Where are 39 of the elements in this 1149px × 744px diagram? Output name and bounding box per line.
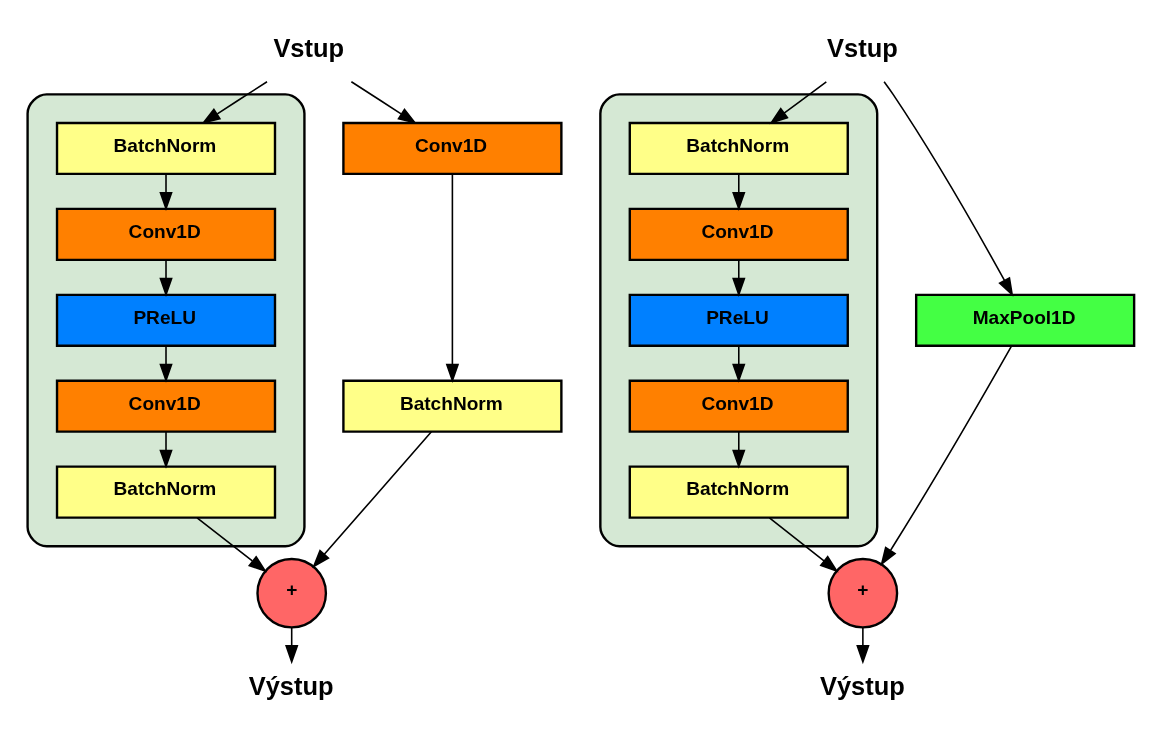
node-box: BatchNorm xyxy=(55,121,277,176)
node-box: Conv1D xyxy=(628,207,849,262)
arrow xyxy=(312,431,433,569)
cluster xyxy=(599,93,879,548)
node-circle: + xyxy=(827,557,899,629)
node-box: PReLU xyxy=(55,293,277,347)
arrow xyxy=(201,81,268,124)
arrow xyxy=(856,627,870,665)
node-text: Vstup xyxy=(273,34,345,63)
arrow xyxy=(769,81,828,125)
arrow xyxy=(880,345,1013,566)
node-box: Conv1D xyxy=(55,207,277,262)
arrow xyxy=(732,345,746,383)
node-box: PReLU xyxy=(628,293,849,347)
arrow xyxy=(159,345,173,383)
arrow xyxy=(445,173,460,383)
arrow xyxy=(159,259,173,297)
arrow xyxy=(159,430,173,469)
node-box: BatchNorm xyxy=(628,465,849,519)
node-box: Conv1D xyxy=(628,379,849,433)
node-box: Conv1D xyxy=(342,121,563,176)
cluster xyxy=(26,93,306,548)
node-text: Výstup xyxy=(248,672,334,701)
node-box: BatchNorm xyxy=(628,121,849,176)
arrow xyxy=(883,80,1014,297)
arrow xyxy=(732,430,746,469)
node-box: Conv1D xyxy=(55,379,277,433)
node-box: BatchNorm xyxy=(342,379,563,433)
node-text: Výstup xyxy=(819,672,905,701)
node-box: MaxPool1D xyxy=(914,293,1136,347)
node-circle: + xyxy=(256,557,328,629)
arrow xyxy=(732,259,746,297)
arrow xyxy=(159,173,173,212)
node-box: BatchNorm xyxy=(55,465,277,519)
node-text: Vstup xyxy=(827,34,898,63)
arrow xyxy=(350,81,417,124)
arrow xyxy=(768,517,839,573)
arrow xyxy=(732,173,746,212)
arrow xyxy=(196,517,268,573)
